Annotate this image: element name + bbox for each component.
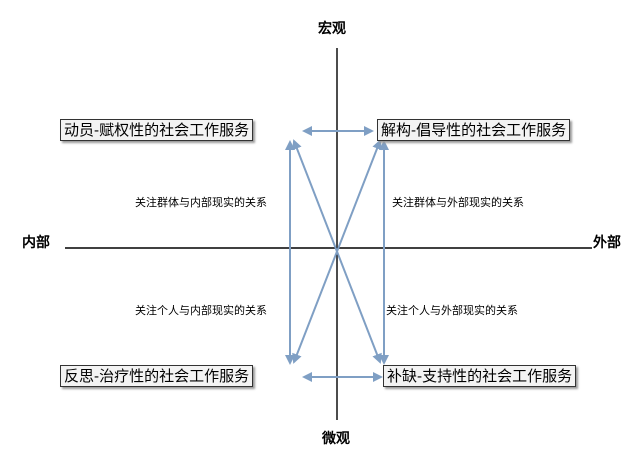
box-reflect-treat: 反思-治疗性的社会工作服务 [60,365,254,387]
relation-label-lower-right: 关注个人与外部现实的关系 [386,304,518,317]
relation-label-lower-left: 关注个人与内部现实的关系 [135,304,267,317]
axis-label-right: 外部 [593,235,621,251]
box-deconstruct-advocate: 解构-倡导性的社会工作服务 [377,119,571,141]
arrow-diagonal-topright-bottomleft [292,139,382,364]
relation-label-upper-left: 关注群体与内部现实的关系 [135,196,267,209]
axis-label-left: 内部 [22,235,50,251]
box-mobilize-empower: 动员-赋权性的社会工作服务 [60,119,254,141]
axis-label-bottom: 微观 [322,431,350,447]
relation-label-upper-right: 关注群体与外部现实的关系 [392,196,524,209]
box-supplement-support: 补缺-支持性的社会工作服务 [383,365,577,387]
axis-label-top: 宏观 [318,21,346,37]
